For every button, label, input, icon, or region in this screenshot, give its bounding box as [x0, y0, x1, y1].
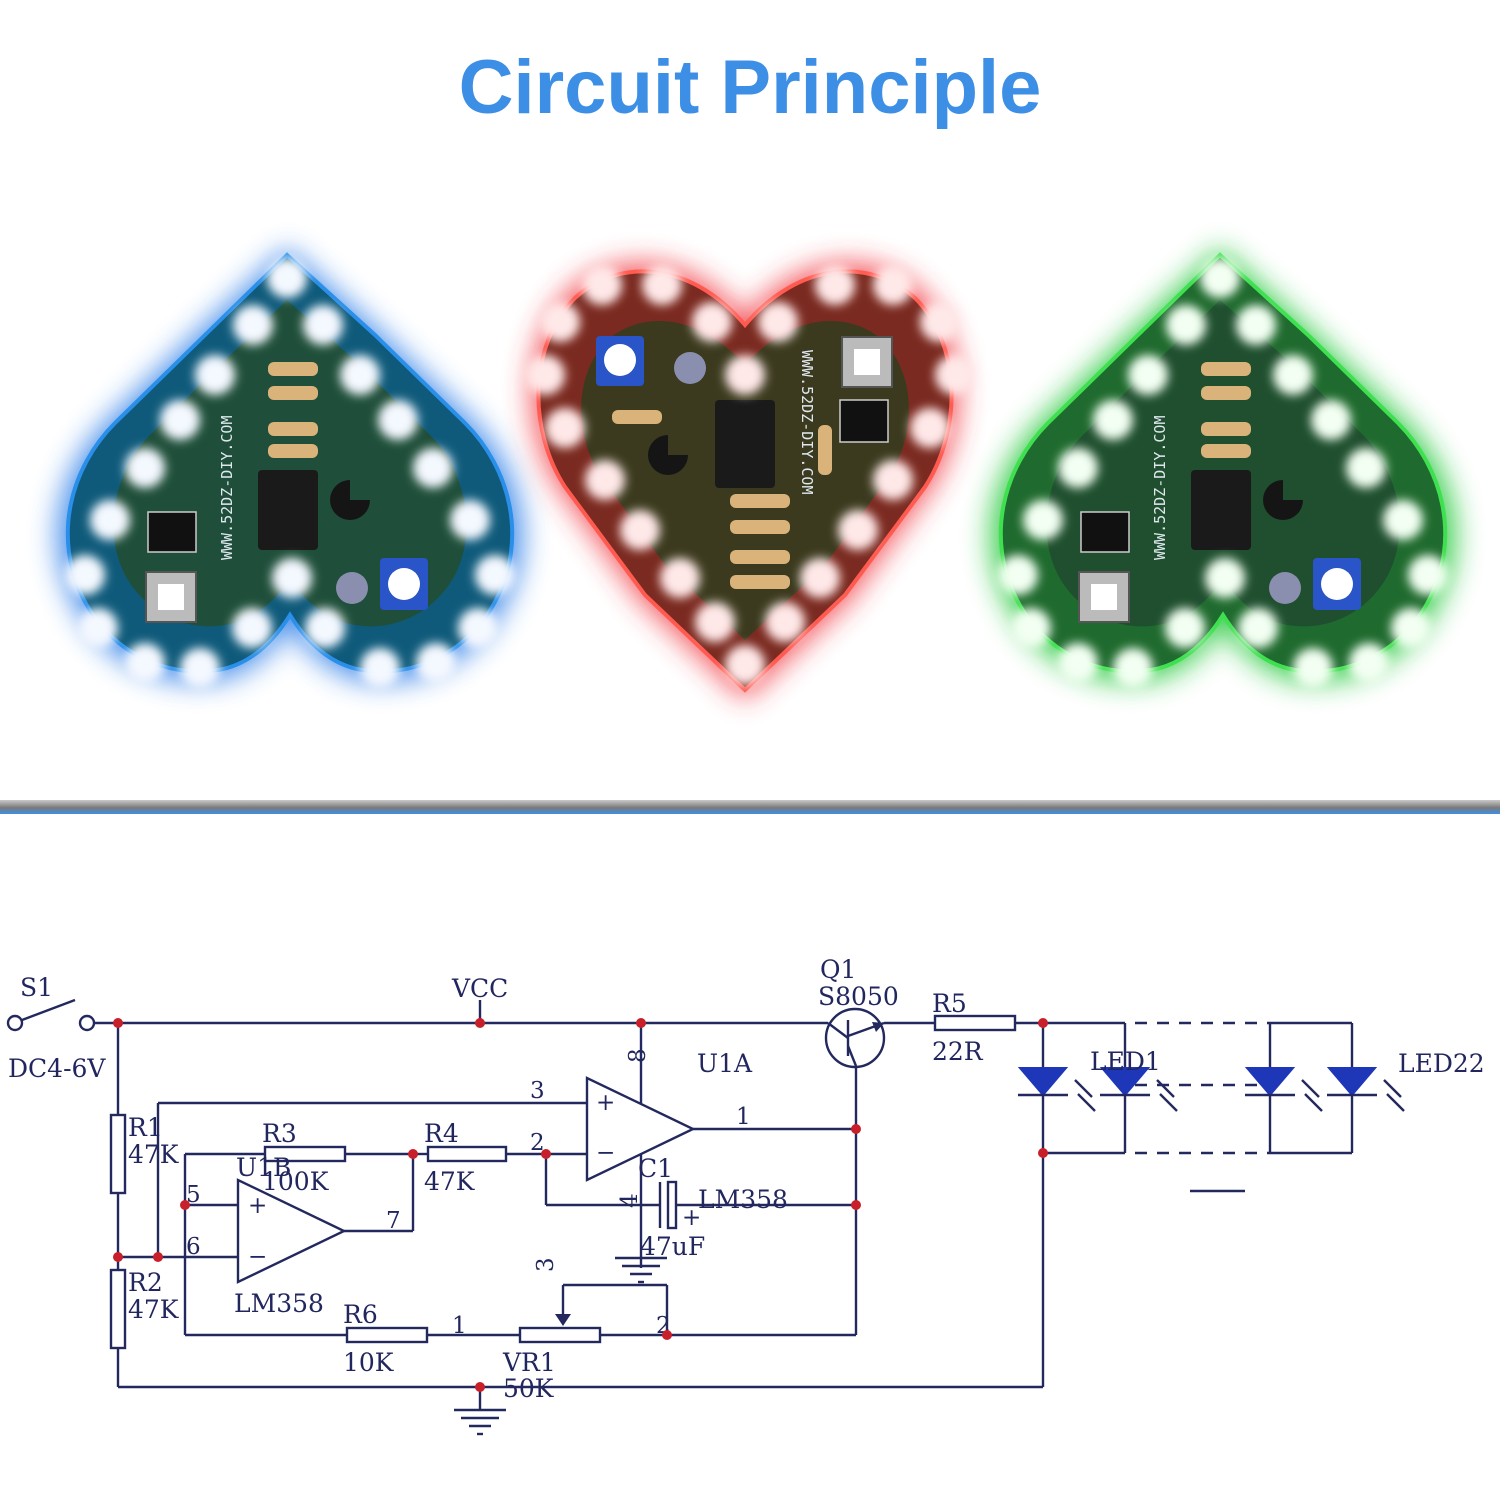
led22-label: LED22 [1398, 1049, 1485, 1078]
pin-3: 3 [530, 1078, 545, 1104]
vr1-pin-1: 1 [452, 1313, 467, 1339]
r4-value: 47K [424, 1167, 476, 1196]
s1-label: S1 [20, 973, 53, 1002]
u1a-plus: + [596, 1090, 615, 1116]
vr1-label: VR1 [502, 1348, 556, 1377]
r1-value: 47K [128, 1140, 180, 1169]
u1b-label: U1B [236, 1153, 291, 1182]
circuit-schematic: S1 DC4-6V VCC Q1 S8050 R5 22R [6, 955, 1485, 1436]
red-led-ring [525, 265, 975, 685]
led-diode-22 [1326, 1067, 1405, 1112]
capacitor-c1: + [658, 1180, 856, 1231]
r5-label: R5 [932, 989, 967, 1018]
resistor-r2 [109, 1268, 127, 1350]
r5-value: 22R [932, 1037, 984, 1066]
lm358-a-label: LM358 [698, 1185, 788, 1214]
blue-led-ring [65, 258, 515, 688]
lm358-b-label: LM358 [234, 1289, 324, 1318]
vr1-pin-3: 3 [533, 1257, 559, 1272]
transistor-q1 [824, 1007, 886, 1069]
r6-label: R6 [343, 1300, 378, 1329]
green-heart-components: WWW.52DZ-DIY.COM [1078, 362, 1361, 623]
r1-label: R1 [128, 1113, 163, 1142]
q1-part-label: S8050 [818, 982, 899, 1011]
led-array [1017, 1021, 1405, 1193]
blue-heart-board: WWW.52DZ-DIY.COM [57, 248, 523, 688]
ground-symbol-1 [615, 1256, 667, 1284]
potentiometer-vr1 [518, 1283, 856, 1344]
u1a-label: U1A [697, 1049, 753, 1078]
u1a-minus: − [596, 1140, 615, 1166]
r2-value: 47K [128, 1295, 180, 1324]
pin-8: 8 [625, 1048, 651, 1063]
resistor-r6 [345, 1326, 429, 1344]
r3-value: 100K [262, 1167, 330, 1196]
pcb-url-text: WWW.52DZ-DIY.COM [218, 416, 236, 561]
blue-heart-components: WWW.52DZ-DIY.COM [145, 362, 428, 623]
vr1-value: 50K [503, 1374, 555, 1403]
pin-1: 1 [736, 1104, 751, 1130]
ic-chip [715, 400, 775, 488]
section-divider [0, 800, 1500, 814]
green-led-ring [998, 258, 1448, 688]
resistor-r4 [426, 1145, 508, 1163]
green-heart-board: WWW.52DZ-DIY.COM [990, 248, 1456, 688]
pcb-url-text-red: WWW.52DZ-DIY.COM [798, 350, 816, 495]
dc-supply-label: DC4-6V [8, 1054, 106, 1083]
led-diode-1 [1017, 1067, 1096, 1112]
junction-nodes [113, 1018, 1048, 1392]
r4-label: R4 [424, 1119, 459, 1148]
pin-5: 5 [186, 1182, 201, 1208]
pin-2: 2 [530, 1130, 545, 1156]
opamp-u1b: + − [236, 1178, 347, 1284]
u1b-minus: − [248, 1244, 267, 1270]
r2-label: R2 [128, 1268, 163, 1297]
resistor-r1 [109, 1113, 127, 1195]
r3-label: R3 [262, 1119, 297, 1148]
ic-chip [258, 470, 318, 550]
switch-s1 [6, 998, 118, 1032]
led-diode-21 [1244, 1067, 1323, 1112]
c1-value: 47uF [640, 1232, 705, 1261]
vcc-label: VCC [451, 974, 508, 1003]
q1-label: Q1 [820, 955, 856, 984]
page-title: Circuit Principle [459, 45, 1042, 130]
resistor-r5 [933, 1014, 1017, 1032]
ground-symbol-2 [454, 1408, 506, 1436]
ic-chip [1191, 470, 1251, 550]
c1-label: C1 [638, 1154, 673, 1183]
pin-6: 6 [186, 1234, 201, 1260]
r6-value: 10K [343, 1348, 395, 1377]
led-diode-2 [1099, 1067, 1178, 1112]
red-heart-board: WWW.52DZ-DIY.COM [525, 262, 975, 700]
u1b-plus: + [248, 1193, 267, 1219]
pcb-url-text-green: WWW.52DZ-DIY.COM [1151, 416, 1169, 561]
pin-7: 7 [386, 1208, 401, 1234]
c1-plus: + [682, 1205, 701, 1231]
led1-label: LED1 [1090, 1047, 1161, 1076]
red-heart-components: WWW.52DZ-DIY.COM [596, 336, 893, 589]
